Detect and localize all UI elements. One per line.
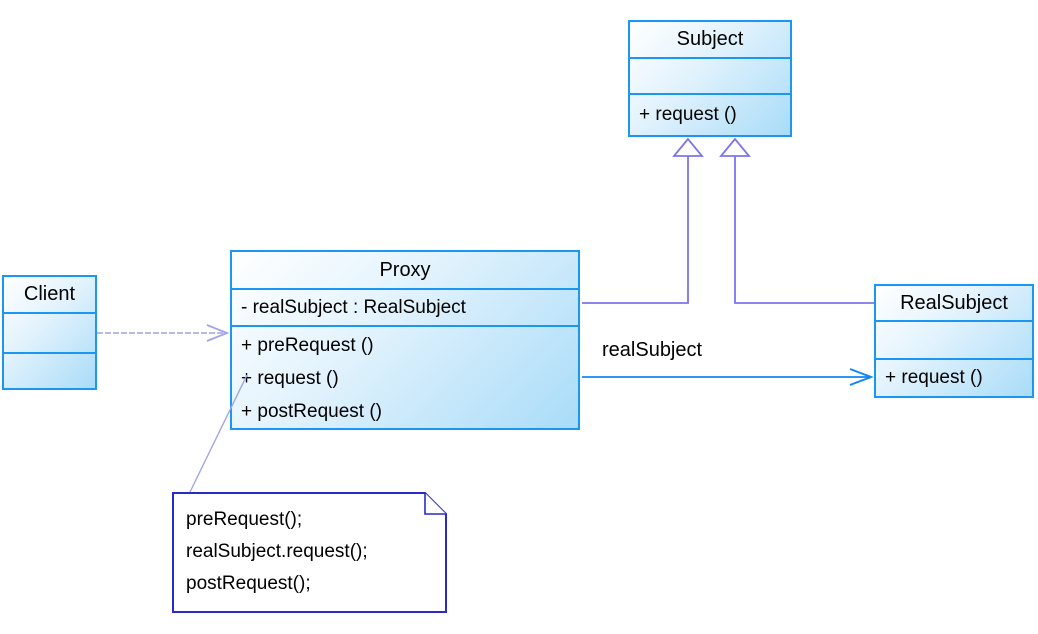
class-subject-name: Subject [676, 28, 744, 50]
class-realsubject-attributes-compartment [876, 320, 1032, 358]
edge-proxy-to-realsubject[interactable] [582, 368, 874, 386]
class-realsubject[interactable]: RealSubject + request () [874, 284, 1034, 398]
class-subject-method: + request () [639, 104, 737, 125]
note-line: preRequest(); [186, 509, 303, 530]
class-client-name: Client [23, 283, 76, 305]
edge-client-to-proxy[interactable] [97, 324, 230, 342]
edge-proxy-to-subject-generalization[interactable] [582, 137, 704, 304]
class-proxy-attribute: - realSubject : RealSubject [241, 296, 466, 318]
class-realsubject-method: + request () [885, 367, 983, 388]
class-proxy-name: Proxy [379, 258, 431, 281]
note-text: preRequest(); realSubject.request(); pos… [186, 504, 368, 600]
class-proxy-method: + request () [241, 368, 339, 389]
class-subject-attributes-compartment [630, 57, 790, 93]
class-realsubject-methods-compartment: + request () [876, 358, 1032, 396]
association-label-realsubject: realSubject [602, 339, 703, 361]
class-subject[interactable]: Subject + request () [628, 20, 792, 137]
class-realsubject-name: RealSubject [900, 291, 1008, 314]
note-line: realSubject.request(); [186, 541, 368, 562]
class-client-attributes-compartment [4, 312, 95, 352]
class-subject-methods-compartment: + request () [630, 93, 790, 135]
hollow-triangle-arrowhead-icon [672, 137, 704, 157]
hollow-triangle-arrowhead-icon [719, 137, 751, 157]
class-proxy-methods-compartment: + preRequest () + request () + postReque… [232, 325, 578, 428]
class-proxy-attributes-compartment: - realSubject : RealSubject [232, 288, 578, 325]
class-proxy-method: + preRequest () [241, 335, 374, 356]
open-arrowhead-icon [849, 368, 874, 386]
class-client-methods-compartment [4, 352, 95, 388]
note-fold-corner-icon [424, 493, 446, 515]
edge-realsubject-to-subject-generalization[interactable] [719, 137, 874, 304]
generalization-line[interactable] [582, 156, 689, 304]
class-proxy-method: + postRequest () [241, 401, 382, 422]
generalization-line[interactable] [734, 156, 874, 304]
open-arrowhead-icon [206, 324, 230, 342]
class-proxy[interactable]: Proxy - realSubject : RealSubject + preR… [230, 250, 580, 430]
note-line: postRequest(); [186, 573, 311, 594]
class-client[interactable]: Client [2, 275, 97, 390]
